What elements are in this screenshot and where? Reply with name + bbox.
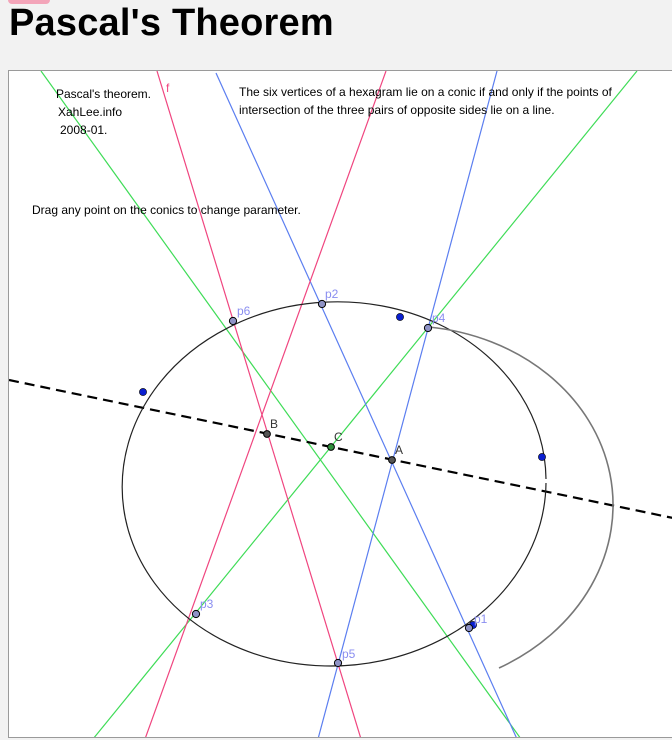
geometry-applet[interactable]: p1 p2 p3 p4 p5 p6 A B [8, 70, 672, 738]
pascal-diagram[interactable]: p1 p2 p3 p4 p5 p6 A B [9, 71, 672, 738]
line-p3-p4[interactable] [93, 71, 638, 738]
intersection-label-b: B [270, 417, 278, 431]
vertex-p2[interactable]: p2 [317, 287, 339, 309]
line-label-f: f [166, 81, 170, 95]
intersection-b[interactable]: B [263, 417, 278, 438]
line-f-p6-p5[interactable] [156, 71, 362, 738]
vertex-p4[interactable]: p4 [423, 311, 446, 333]
caption-author: XahLee.info [58, 105, 123, 119]
vertex-label-p6: p6 [237, 304, 251, 318]
caption-title: Pascal's theorem. [56, 87, 151, 101]
vertex-label-p5: p5 [342, 647, 356, 661]
intersection-label-a: A [395, 443, 403, 457]
line-p2-p1[interactable] [215, 72, 517, 738]
vertex-p1[interactable]: p1 [464, 612, 488, 633]
conic-ellipse[interactable] [121, 301, 547, 667]
pascal-line[interactable] [9, 378, 672, 519]
line-p2-p3[interactable] [145, 71, 387, 738]
control-point-left[interactable] [139, 388, 147, 396]
drag-hint: Drag any point on the conics to change p… [32, 203, 301, 217]
line-p1-p6[interactable] [40, 71, 521, 738]
vertex-label-p4: p4 [432, 311, 446, 325]
control-point-right[interactable] [538, 453, 546, 461]
vertex-label-p3: p3 [200, 597, 214, 611]
conic-right-arc [428, 326, 614, 669]
intersection-c[interactable]: C [327, 430, 343, 451]
vertex-p5[interactable]: p5 [333, 647, 356, 668]
vertex-label-p1: p1 [474, 612, 488, 626]
theorem-statement: The six vertices of a hexagram lie on a … [239, 85, 612, 117]
intersection-label-c: C [334, 430, 343, 444]
vertex-p3[interactable]: p3 [191, 597, 214, 619]
control-point-top[interactable] [396, 313, 404, 321]
caption-date: 2008-01. [60, 123, 108, 137]
line-p4-p5[interactable] [317, 71, 498, 738]
intersection-a[interactable]: A [388, 443, 403, 464]
page-title: Pascal's Theorem [9, 2, 334, 44]
top-accent [8, 0, 50, 4]
vertex-label-p2: p2 [325, 287, 339, 301]
applet-caption: Pascal's theorem. XahLee.info 2008-01. [56, 85, 166, 139]
vertex-p6[interactable]: p6 [228, 304, 251, 326]
